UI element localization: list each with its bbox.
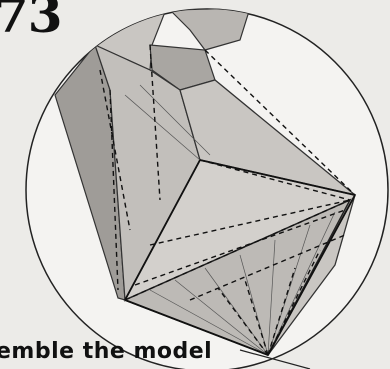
step-caption: emble the model <box>0 341 212 363</box>
